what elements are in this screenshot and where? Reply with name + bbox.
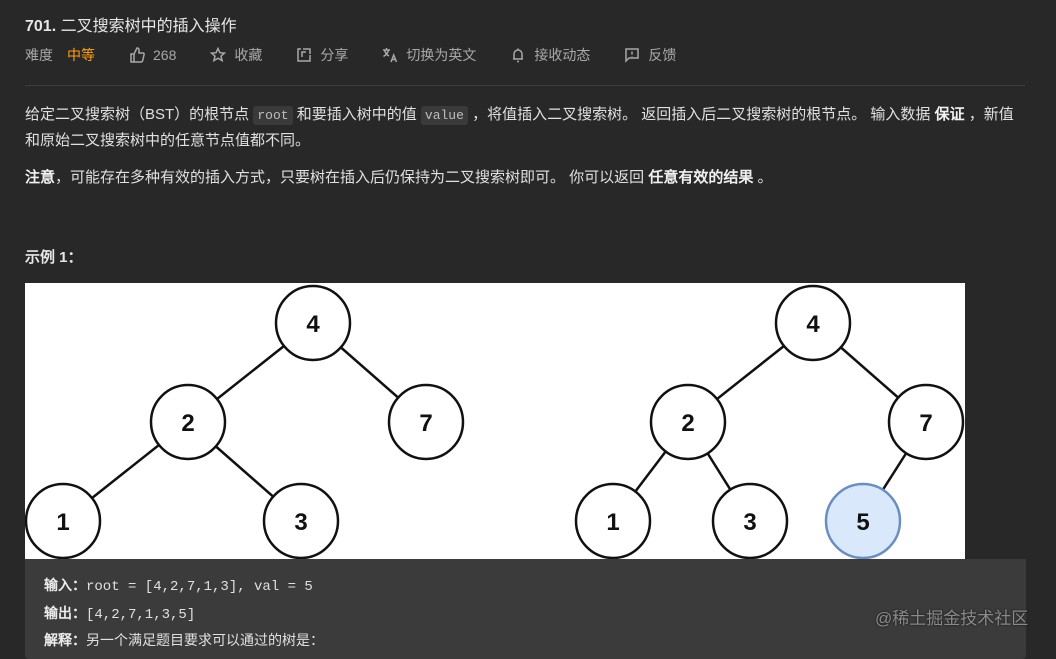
tree-node <box>25 482 102 559</box>
tree-node <box>649 383 727 461</box>
tree-node-label: 4 <box>806 311 820 338</box>
example-io-block: 输入：root = [4,2,7,1,3], val = 5 输出：[4,2,7… <box>25 559 1026 659</box>
tree-node-label: 7 <box>419 410 432 437</box>
tree-node-label: 4 <box>306 311 320 338</box>
tree-node <box>149 383 227 461</box>
star-icon <box>210 47 227 63</box>
tree-node-label: 1 <box>56 509 69 536</box>
tree-node-label: 1 <box>606 509 619 536</box>
tree-before-nodes: 4 2 7 1 3 <box>25 284 465 559</box>
example-output: 输出：[4,2,7,1,3,5] <box>44 601 1026 629</box>
tree-node-label: 5 <box>856 509 869 536</box>
tree-node-label: 3 <box>743 509 756 536</box>
output-value: [4,2,7,1,3,5] <box>86 606 196 623</box>
watermark: @稀土掘金技术社区 <box>875 609 1029 628</box>
favorite-label: 收藏 <box>234 47 263 63</box>
code-value: value <box>420 106 468 125</box>
tree-after-nodes: 4 2 7 1 3 5 <box>574 284 965 559</box>
tree-node-label: 2 <box>681 410 694 437</box>
translate-label: 切换为英文 <box>406 47 477 63</box>
favorite-button[interactable]: 收藏 <box>210 45 262 65</box>
subscribe-button[interactable]: 接收动态 <box>510 45 590 65</box>
share-button[interactable]: 分享 <box>296 45 348 65</box>
explain-value: 另一个满足题目要求可以通过的树是： <box>86 632 324 648</box>
problem-number: 701. <box>25 18 57 35</box>
code-root: root <box>253 106 293 125</box>
example-tree-image: 4 2 7 1 3 4 2 7 1 3 5 <box>25 283 965 559</box>
tree-node-label: 7 <box>919 410 932 437</box>
tree-node <box>274 284 352 362</box>
thumbs-up-icon <box>130 47 145 63</box>
tree-node <box>387 383 465 461</box>
like-button[interactable]: 268 <box>129 47 176 63</box>
subscribe-label: 接收动态 <box>534 47 591 63</box>
like-count: 268 <box>153 47 177 63</box>
input-value: root = [4,2,7,1,3], val = 5 <box>86 579 313 595</box>
translate-button[interactable]: 切换为英文 <box>382 45 476 65</box>
tree-node <box>887 383 965 461</box>
tree-diagram: 4 2 7 1 3 4 2 7 1 3 5 <box>25 284 965 559</box>
tree-node-label: 2 <box>181 410 194 437</box>
problem-meta-bar: 难度 中等 268 收藏 分享 切换为英文 接收动态 反馈 <box>25 45 710 65</box>
tree-node <box>574 482 652 559</box>
tree-node <box>711 482 789 559</box>
example-explanation: 解释：另一个满足题目要求可以通过的树是： <box>44 628 1026 654</box>
description-paragraph-1: 给定二叉搜索树（BST）的根节点 root 和要插入树中的值 value ，将值… <box>25 106 1014 149</box>
problem-name: 二叉搜索树中的插入操作 <box>60 18 237 35</box>
feedback-label: 反馈 <box>648 47 677 63</box>
feedback-icon <box>625 48 640 63</box>
example-title: 示例 1： <box>25 249 83 266</box>
divider <box>25 85 1025 86</box>
input-label: 输入： <box>44 577 86 593</box>
problem-description: 给定二叉搜索树（BST）的根节点 root 和要插入树中的值 value ，将值… <box>25 102 1025 202</box>
tree-node <box>262 482 340 559</box>
translate-icon <box>383 48 398 63</box>
explain-label: 解释： <box>44 632 86 648</box>
tree-node <box>824 482 902 559</box>
example-input: 输入：root = [4,2,7,1,3], val = 5 <box>44 573 1026 601</box>
difficulty-label: 难度 <box>25 47 53 63</box>
description-paragraph-2: 注意，可能存在多种有效的插入方式，只要树在插入后仍保持为二叉搜索树即可。 你可以… <box>25 169 773 186</box>
bell-icon <box>513 48 524 63</box>
share-icon <box>297 48 312 62</box>
tree-node <box>774 284 852 362</box>
difficulty-badge: 中等 <box>67 47 95 63</box>
feedback-button[interactable]: 反馈 <box>624 45 676 65</box>
tree-node-label: 3 <box>294 509 307 536</box>
problem-title: 701. 二叉搜索树中的插入操作 <box>25 12 237 36</box>
share-label: 分享 <box>320 47 349 63</box>
output-label: 输出： <box>44 604 86 621</box>
